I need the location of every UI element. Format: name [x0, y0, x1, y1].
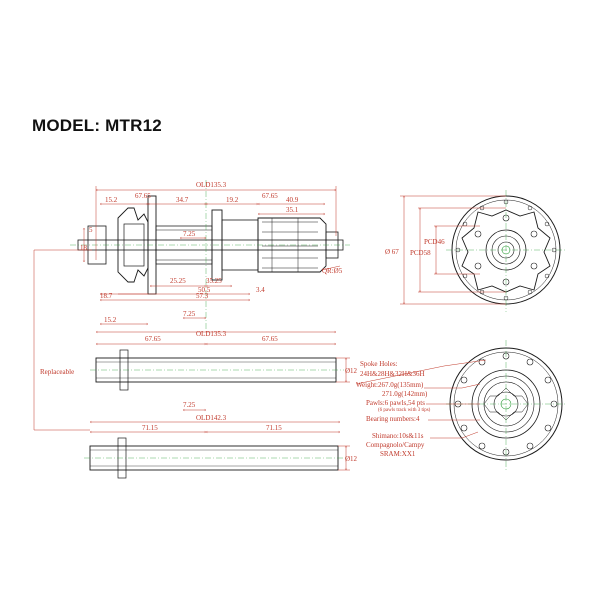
- dim-40-9: 40.9: [286, 196, 299, 204]
- spec-bearings: Bearing numbers:4: [366, 415, 420, 423]
- spec-shimano: Shimano:10s&11s: [372, 432, 424, 440]
- dim-19-2: 19.2: [226, 196, 239, 204]
- dim-34-7: 34.7: [176, 196, 189, 204]
- axle-135-view: [90, 332, 350, 410]
- dim-67-65-b: 67.65: [262, 192, 278, 200]
- dim-35-1: 35.1: [286, 206, 299, 214]
- dim-18-7: 18.7: [100, 292, 113, 300]
- dim-old-bot: OLD142.3: [196, 414, 227, 422]
- dim-7-25-c: 7.25: [183, 401, 196, 409]
- spec-pawls-note: (6 pawls track with 3 tips): [378, 408, 431, 413]
- spec-weight-142: 271.0g(142mm): [382, 390, 428, 398]
- dim-35-25: 35.25: [206, 277, 222, 285]
- dim-50-5: 50.5: [198, 286, 211, 294]
- dim-18: 18: [80, 244, 88, 252]
- spec-sram: SRAM:XX1: [380, 450, 416, 458]
- spec-leader-lines: [355, 359, 487, 439]
- dim-15-2-b: 15.2: [104, 316, 117, 324]
- hub-side-view: [70, 180, 350, 330]
- dim-pcd46: PCD46: [424, 238, 445, 246]
- end-view-drive-side: [446, 340, 566, 470]
- replaceable-callout: [33, 249, 92, 431]
- dim-qr: QR:Ø5: [322, 267, 343, 275]
- dim-71-15-a: 71.15: [142, 424, 158, 432]
- dim-71-15-b: 71.15: [266, 424, 282, 432]
- replaceable-label: Replaceable: [40, 368, 74, 376]
- dim-7-25-a: 7.25: [183, 230, 196, 238]
- dim-phi12-b: Ø12: [345, 455, 358, 463]
- spec-pawls: Pawls:6 pawls,54 pts: [366, 399, 425, 407]
- dim-7-25-b: 7.25: [183, 310, 196, 318]
- dim-old-top: OLD135.3: [196, 181, 227, 189]
- dim-pcd58: PCD58: [410, 249, 431, 257]
- spec-spoke-holes-label: Spoke Holes:: [360, 360, 398, 368]
- dim-67-65-c: 67.65: [145, 335, 161, 343]
- axle-142-view: [84, 422, 350, 479]
- dim-phi67: Ø 67: [385, 248, 399, 256]
- dim-25-25: 25.25: [170, 277, 186, 285]
- spec-campy: Compagnolo/Campy: [366, 441, 425, 449]
- dim-5: 5: [89, 226, 93, 234]
- top-dimensions: [84, 186, 341, 324]
- spec-weight-135: Weight:267.0g(135mm): [356, 381, 424, 389]
- model-title: MODEL: MTR12: [32, 116, 162, 135]
- dim-67-65-d: 67.65: [262, 335, 278, 343]
- dim-phi12-a: Ø12: [345, 367, 358, 375]
- end-view-dimensions: [400, 196, 506, 304]
- dim-57-3: 57.3: [196, 292, 209, 300]
- dim-15-2: 15.2: [105, 196, 118, 204]
- end-view-disc-side: [446, 190, 566, 312]
- dim-3-4: 3.4: [256, 286, 265, 294]
- dim-67-65-a: 67.65: [135, 192, 151, 200]
- dim-old-mid: OLD135.3: [196, 330, 227, 338]
- spec-spoke-holes-values: 24H&28H&32H&36H: [360, 370, 425, 378]
